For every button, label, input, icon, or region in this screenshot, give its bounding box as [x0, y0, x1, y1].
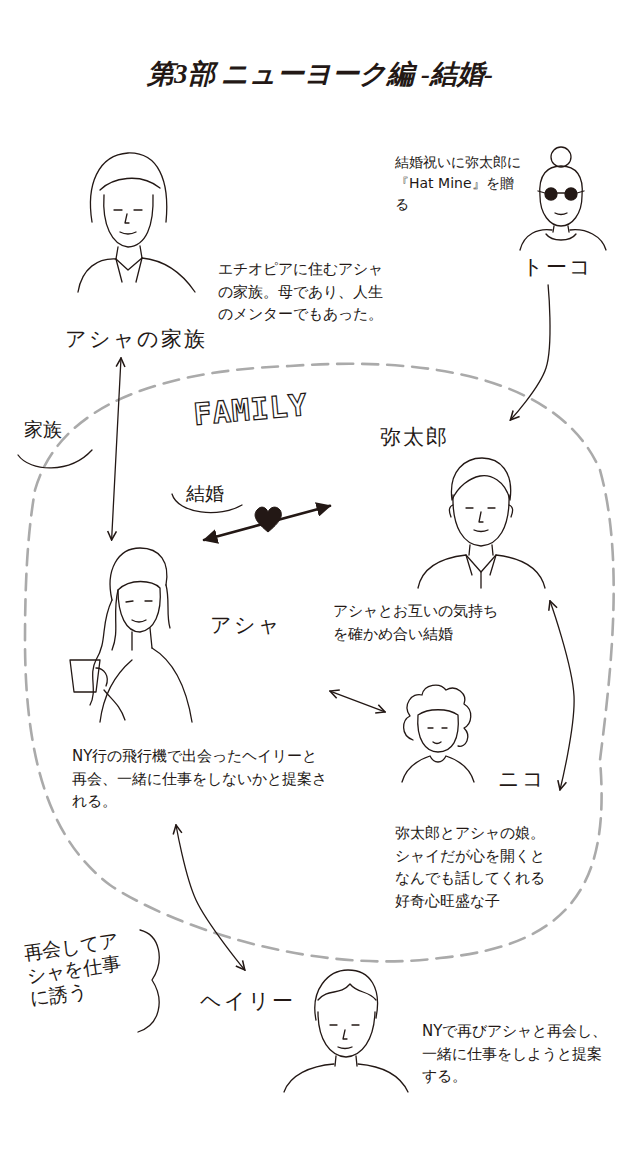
- hayley-portrait: [284, 970, 408, 1092]
- edge-label: 結婚: [186, 482, 246, 505]
- portrait-line: [318, 984, 376, 1000]
- relation-arrow: [330, 691, 385, 712]
- person-name: ニコ: [498, 766, 558, 792]
- cup: [70, 660, 100, 692]
- person-caption: NYで再びアシャと再会し、一緒に仕事をしようと提案する。: [422, 1020, 610, 1088]
- person-name: ヘイリー: [200, 988, 300, 1014]
- sunglasses-lens: [565, 188, 577, 200]
- person-caption: 弥太郎とアシャの娘。シャイだが心を開くとなんでも話してくれる好奇心旺盛な子: [395, 822, 555, 912]
- portrait-line: [551, 147, 571, 167]
- person-name: アシャ: [210, 612, 300, 638]
- portrait-line: [90, 585, 170, 705]
- portrait-line: [466, 555, 496, 588]
- portrait-line: [418, 710, 459, 752]
- portrait-line: [520, 230, 606, 250]
- portrait-line: [284, 1064, 408, 1092]
- relation-arrow: [550, 601, 574, 790]
- person-caption: エチオピアに住むアシャの家族。母であり、人生のメンターでもあった。: [218, 258, 383, 326]
- relation-arrow: [510, 285, 550, 420]
- person-caption: 結婚祝いに弥太郎に『Hat Mine』を贈る: [395, 152, 523, 215]
- portrait-line: [418, 555, 545, 588]
- person-node: ニコ弥太郎とアシャの娘。シャイだが心を開くとなんでも話してくれる好奇心旺盛な子: [385, 675, 560, 930]
- portrait-illustrations: [70, 147, 606, 1092]
- person-name: アシャの家族: [65, 326, 235, 352]
- person-caption: アシャとお互いの気持ちを確かめ合い結婚: [333, 600, 503, 645]
- person-name: トーコ: [522, 254, 612, 280]
- toko-portrait: [520, 147, 606, 250]
- asha-portrait: [70, 548, 192, 722]
- edge-label: 再会してアシャを仕事に誘う: [22, 928, 131, 1010]
- portrait-line: [118, 582, 160, 633]
- relation-arrow: [112, 358, 121, 540]
- mother-portrait: [78, 153, 195, 292]
- portrait-line: [404, 685, 471, 746]
- person-node: アシャ NY行の飛行機で出会ったヘイリーと再会、一緒に仕事をしないかと提案される。: [50, 540, 330, 825]
- portrait-line: [466, 508, 495, 532]
- portrait-line: [315, 970, 378, 1020]
- yataro-portrait: [418, 458, 545, 588]
- person-caption: NY行の飛行機で出会ったヘイリーと再会、一緒に仕事をしないかと提案される。: [72, 745, 328, 813]
- portrait-line: [104, 195, 153, 247]
- label-bracket: [172, 494, 242, 513]
- portrait-line: [469, 545, 493, 555]
- portrait-line: [116, 258, 142, 282]
- group-label: FAMILY: [192, 384, 320, 434]
- portrait-line: [453, 495, 509, 546]
- portrait-line: [78, 258, 195, 292]
- brackets: [18, 450, 242, 1032]
- portrait-line: [318, 1012, 375, 1057]
- relation-arrow: [176, 825, 245, 970]
- family-boundary-line: [25, 364, 614, 962]
- portrait-line: [132, 628, 152, 650]
- diagram-title: 第3部 ニューヨーク編 -結婚-: [0, 56, 640, 92]
- person-node: アシャの家族エチオピアに住むアシャの家族。母であり、人生のメンターでもあった。: [55, 140, 385, 358]
- portrait-line: [451, 458, 510, 500]
- person-name: 弥太郎: [380, 424, 490, 450]
- person-node: ヘイリー NYで再びアシャと再会し、一緒に仕事をしようと提案する。: [195, 970, 610, 1095]
- family-group: FAMILY弥太郎アシャとお互いの気持ちを確かめ合い結婚アシャNY行の飛行機で出…: [20, 360, 615, 965]
- portrait-line: [330, 1025, 359, 1049]
- heart-symbol: [255, 507, 281, 532]
- portrait-line: [553, 226, 569, 232]
- label-bracket: [138, 930, 159, 1032]
- portrait-line: [114, 210, 142, 234]
- relation-arrow: [204, 506, 330, 540]
- portrait-line: [335, 1056, 357, 1066]
- niko-portrait: [402, 685, 474, 782]
- portrait-line: [91, 153, 167, 222]
- connectors: [112, 285, 575, 970]
- portrait-line: [540, 166, 583, 226]
- portrait-line: [116, 246, 142, 259]
- sunglasses-lens: [545, 188, 557, 200]
- portrait-line: [538, 191, 584, 215]
- portrait-line: [100, 648, 192, 722]
- person-node: 弥太郎アシャとお互いの気持ちを確かめ合い結婚: [330, 420, 550, 652]
- portrait-line: [402, 756, 474, 782]
- portrait-line: [100, 178, 160, 190]
- label-bracket: [18, 450, 92, 468]
- portrait-line: [96, 668, 125, 720]
- portrait-line: [126, 601, 152, 622]
- person-node: トーコ 結婚祝いに弥太郎に『Hat Mine』を贈る: [392, 145, 615, 285]
- portrait-line: [428, 728, 447, 744]
